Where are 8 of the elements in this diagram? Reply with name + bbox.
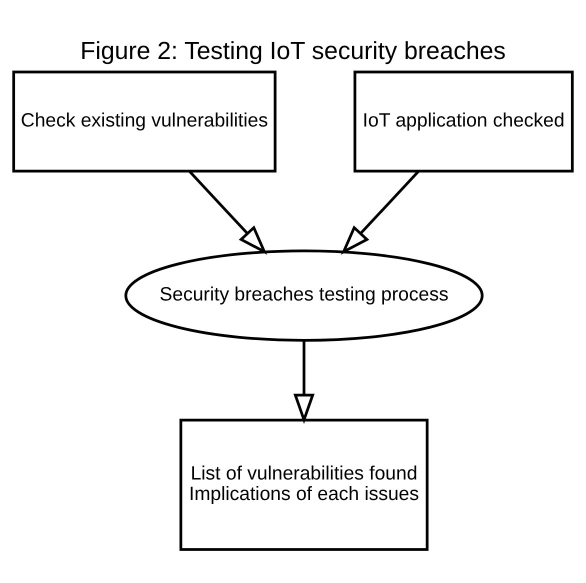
- node-box: IoT application checked: [354, 70, 574, 172]
- arrow: [293, 340, 315, 424]
- diagram-title: Figure 2: Testing IoT security breaches: [80, 38, 506, 65]
- arrow: [188, 170, 268, 255]
- arrow: [340, 170, 420, 255]
- node-box: Check existing vulnerabilities: [12, 70, 276, 172]
- node-ellipse: Security breaches testing process: [124, 250, 484, 342]
- node-box: List of vulnerabilities found Implications of each issues: [179, 418, 429, 551]
